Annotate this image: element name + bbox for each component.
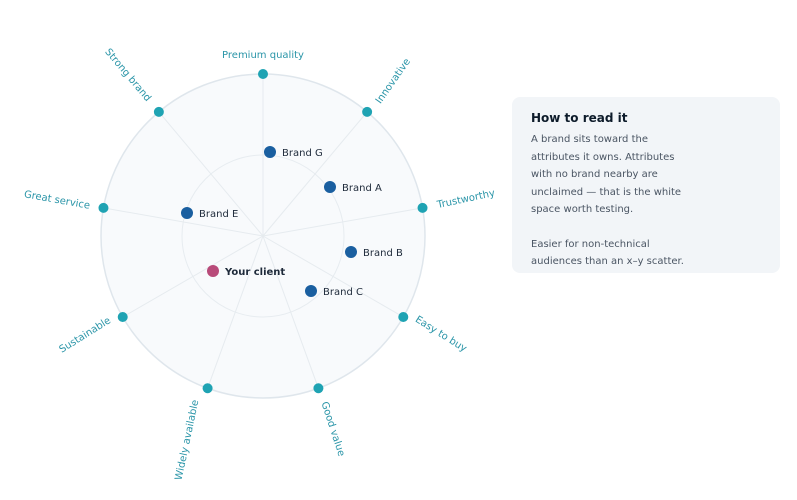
- brand-dot-brand-a: [324, 181, 336, 193]
- brand-dot-brand-b: [345, 246, 357, 258]
- spoke-great-service: [103, 207, 264, 237]
- attribute-dot-good-value: [313, 383, 324, 394]
- how-to-read-card: How to read it A brand sits toward the a…: [512, 97, 780, 273]
- brand-label-brand-g: Brand G: [282, 148, 323, 159]
- attribute-label-strong-brand: Strong brand: [102, 47, 152, 104]
- attribute-label-good-value: Good value: [319, 400, 347, 457]
- brand-label-brand-a: Brand A: [342, 183, 382, 194]
- brand-dot-brand-e: [181, 207, 193, 219]
- brand-dot-your-client: [207, 265, 219, 277]
- spoke-widely-available: [207, 235, 264, 389]
- attribute-dot-easy-to-buy: [398, 312, 409, 322]
- card-paragraph-1: A brand sits toward the attributes it ow…: [531, 134, 682, 215]
- map-spokes: [103, 74, 423, 389]
- brand-dot-brand-g: [264, 146, 276, 158]
- attribute-dot-trustworthy: [417, 202, 428, 213]
- card-title: How to read it: [531, 111, 628, 125]
- spoke-good-value: [262, 235, 319, 389]
- spoke-easy-to-buy: [262, 235, 404, 318]
- attribute-dot-widely-available: [202, 383, 213, 394]
- spoke-trustworthy: [262, 207, 423, 237]
- spoke-sustainable: [122, 235, 264, 318]
- attribute-dot-premium-quality: [258, 69, 268, 79]
- spoke-innovative: [262, 111, 368, 237]
- attribute-label-premium-quality: Premium quality: [222, 50, 304, 61]
- attribute-dot-sustainable: [117, 312, 128, 322]
- attribute-dot-innovative: [362, 106, 373, 117]
- attribute-dot-strong-brand: [153, 106, 164, 117]
- brand-dots: [181, 146, 357, 297]
- brand-dot-brand-c: [305, 285, 317, 297]
- attribute-label-great-service: Great service: [23, 189, 91, 211]
- spoke-strong-brand: [158, 111, 264, 237]
- attribute-label-easy-to-buy: Easy to buy: [413, 314, 469, 354]
- brand-label-your-client: Your client: [224, 267, 285, 278]
- positioning-map: Premium qualityInnovativeTrustworthyEasy…: [23, 47, 496, 482]
- brand-label-brand-e: Brand E: [199, 209, 238, 220]
- attribute-label-widely-available: Widely available: [174, 399, 202, 481]
- attribute-dots: [98, 69, 428, 394]
- brand-label-brand-b: Brand B: [363, 248, 403, 259]
- brand-labels: Brand G Brand A Brand E Brand B Your clientB…: [199, 148, 403, 298]
- attribute-dot-great-service: [98, 202, 109, 213]
- brand-label-brand-c: Brand C: [323, 287, 363, 298]
- attribute-label-sustainable: Sustainable: [58, 315, 113, 355]
- attribute-label-trustworthy: Trustworthy: [435, 188, 496, 211]
- attribute-label-innovative: Innovative: [374, 57, 413, 106]
- card-paragraph-2: Easier for non-technical audiences than …: [531, 238, 684, 268]
